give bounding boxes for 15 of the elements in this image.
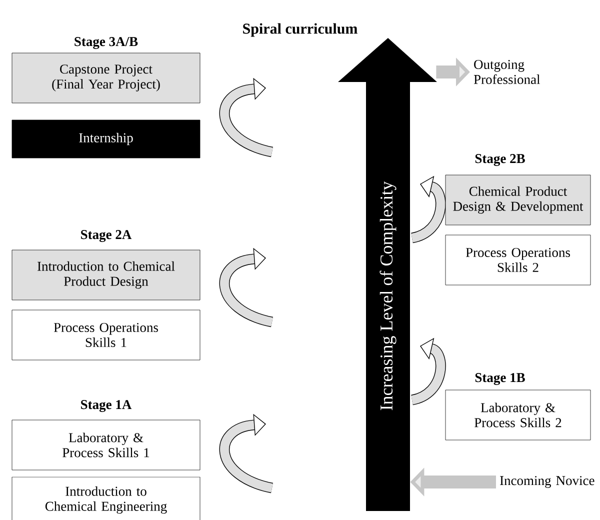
course-box: Internship (12, 120, 200, 158)
stage-label: Stage 1B (475, 373, 525, 385)
course-box: Introduction to Chemical Engineering (12, 476, 200, 520)
course-box: Chemical Product Design & Development (445, 174, 591, 226)
course-box: Capstone Project (Final Year Project) (12, 52, 200, 104)
stage-label: Stage 2B (475, 154, 525, 166)
title: Spiral curriculum (243, 23, 358, 37)
course-box: Laboratory & Process Skills 1 (12, 420, 200, 470)
course-box: Laboratory & Process Skills 2 (445, 390, 591, 440)
caption-text: Incoming Novice (500, 476, 594, 488)
course-box: Process Operations Skills 1 (12, 310, 200, 360)
course-box: Introduction to Chemical Product Design (12, 250, 200, 300)
caption-text: Outgoing Professional (474, 60, 540, 84)
stage-label: Stage 1A (81, 400, 132, 412)
course-box: Process Operations Skills 2 (445, 234, 591, 286)
